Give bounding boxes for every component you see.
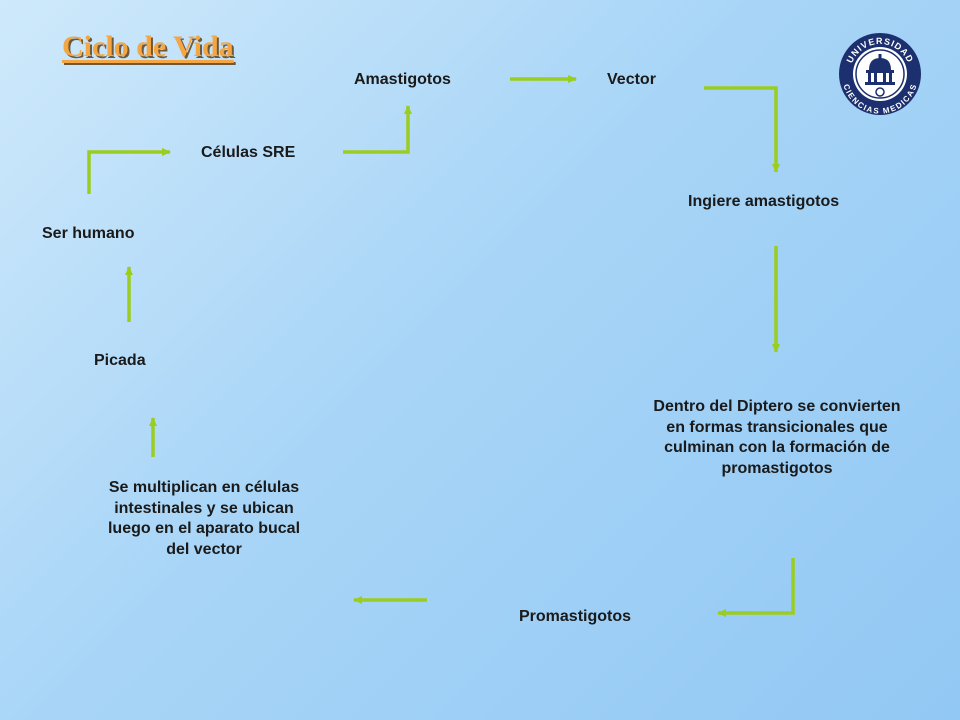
arrow-diptero-to-promastigotos: [717, 558, 795, 617]
node-ser-humano: Ser humano: [42, 225, 135, 242]
node-diptero: Dentro del Diptero se convierten en form…: [653, 398, 901, 477]
node-amastigotos: Amastigotos: [354, 71, 451, 88]
node-multiplican: Se multiplican en células intestinales y…: [107, 479, 301, 558]
node-promastigotos: Promastigotos: [519, 608, 632, 625]
university-logo: UNIVERSIDAD CIENCIAS MEDICAS: [839, 33, 921, 116]
arrow-celulas-to-amastigotos: [343, 105, 412, 154]
slide-title: Ciclo de Vida: [62, 30, 234, 63]
node-ingiere-amastigotos: Ingiere amastigotos: [688, 193, 840, 210]
node-picada: Picada: [94, 352, 146, 369]
arrow-ser-humano-to-celulas: [87, 148, 171, 194]
node-vector: Vector: [607, 71, 656, 88]
arrow-vector-to-ingiere: [704, 86, 780, 173]
node-celulas-sre: Células SRE: [201, 144, 296, 161]
